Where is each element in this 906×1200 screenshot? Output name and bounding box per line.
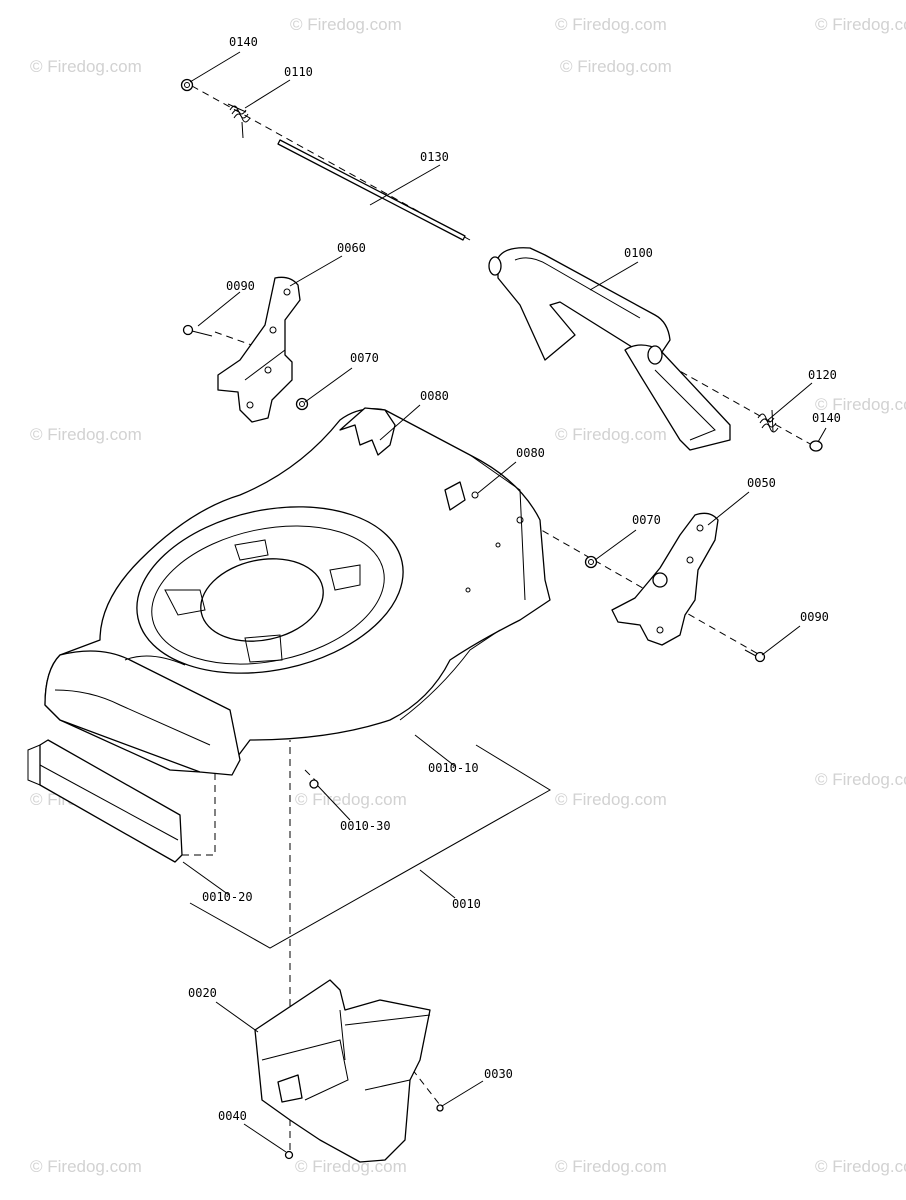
nut-0140-top — [180, 78, 194, 92]
watermark-text: © Firedog.com — [555, 790, 667, 809]
bolt-0090-left — [182, 324, 213, 337]
part-label-0110: 0110 — [284, 65, 313, 79]
bracket-0050 — [611, 512, 719, 646]
leader-lines — [182, 51, 827, 1153]
watermark-text: © Firedog.com — [555, 15, 667, 34]
part-label-0040: 0040 — [218, 1109, 247, 1123]
part-label-0140: 0140 — [812, 411, 841, 425]
screw-0010-30 — [309, 779, 319, 789]
part-label-0050: 0050 — [747, 476, 776, 490]
part-label-0120: 0120 — [808, 368, 837, 382]
watermark-text: © Firedog.com — [30, 57, 142, 76]
watermark-text: © Firedog.com — [555, 425, 667, 444]
part-label-0070: 0070 — [350, 351, 379, 365]
part-label-0090: 0090 — [226, 279, 255, 293]
flap-0010-20 — [27, 739, 183, 863]
part-label-0130: 0130 — [420, 150, 449, 164]
part-label-0030: 0030 — [484, 1067, 513, 1081]
rod-0130 — [277, 139, 466, 241]
watermark-text: © Firedog.com — [295, 790, 407, 809]
watermark-text: © Firedog.com — [555, 1157, 667, 1176]
spring-0120 — [757, 409, 779, 433]
nut-0140-right — [809, 440, 823, 452]
watermark-text: © Firedog.com — [815, 1157, 906, 1176]
cover-0020 — [254, 979, 431, 1163]
screw-0030 — [436, 1104, 444, 1112]
part-label-0080: 0080 — [420, 389, 449, 403]
part-label-0060: 0060 — [337, 241, 366, 255]
watermark-text: © Firedog.com — [30, 1157, 142, 1176]
part-label-0080: 0080 — [516, 446, 545, 460]
watermark-text: © Firedog.com — [560, 57, 672, 76]
part-label-0010-10: 0010-10 — [428, 761, 479, 775]
bracket-0060 — [217, 276, 301, 423]
screw-0040 — [284, 1150, 294, 1160]
watermark-text: © Firedog.com — [815, 770, 906, 789]
washer-0070-left — [295, 397, 309, 411]
watermark-text: © Firedog.com — [815, 395, 906, 414]
part-labels: 0140 0110 0130 0060 0090 0070 0080 0100 … — [188, 35, 841, 1123]
part-label-0070: 0070 — [632, 513, 661, 527]
part-label-0010-30: 0010-30 — [340, 819, 391, 833]
part-label-0010: 0010 — [452, 897, 481, 911]
bracket-0100 — [488, 247, 731, 451]
spring-0110 — [227, 103, 251, 139]
part-label-0020: 0020 — [188, 986, 217, 1000]
watermark-text: © Firedog.com — [30, 425, 142, 444]
watermark-text: © Firedog.com — [295, 1157, 407, 1176]
watermark-text: © Firedog.com — [290, 15, 402, 34]
part-label-0140: 0140 — [229, 35, 258, 49]
part-label-0090: 0090 — [800, 610, 829, 624]
mower-deck-0010-10 — [44, 407, 551, 776]
part-label-0100: 0100 — [624, 246, 653, 260]
washer-0070-right — [584, 555, 598, 569]
part-label-0010-20: 0010-20 — [202, 890, 253, 904]
watermark-text: © Firedog.com — [815, 15, 906, 34]
